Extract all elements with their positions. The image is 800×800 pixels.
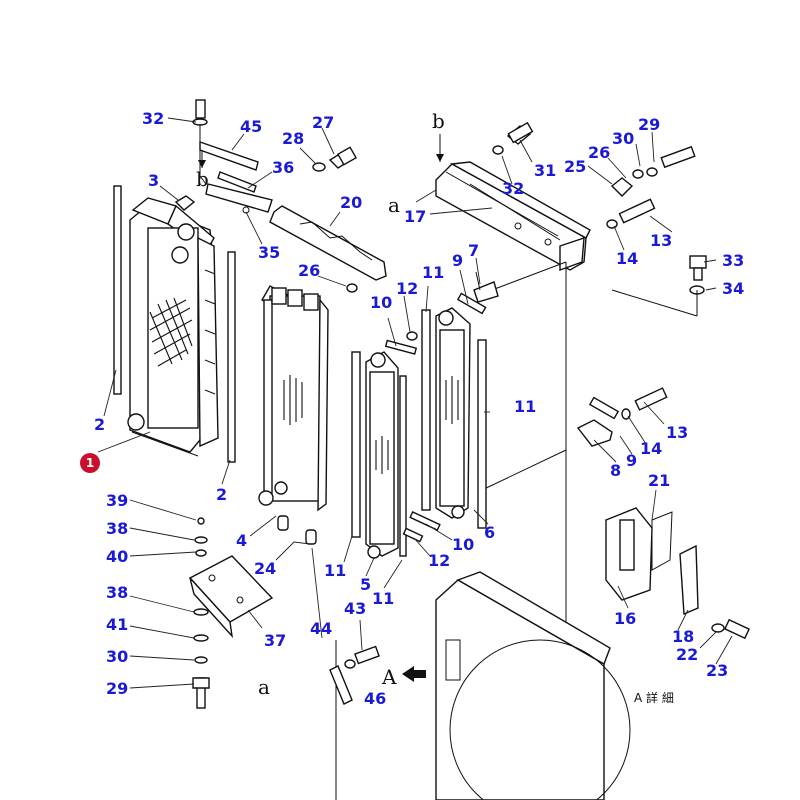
part-label-26: 26 (298, 261, 320, 280)
part-label-27: 27 (312, 113, 334, 132)
oil-cooler (258, 285, 329, 512)
part-label-41: 41 (106, 615, 128, 634)
view-letter-b-right: b (432, 109, 445, 133)
part-label-37: 37 (264, 631, 286, 650)
washer-bolt-stack (192, 608, 210, 709)
part-number-labels: 32 45 27 28 36 3 20 35 26 2 2 39 38 40 3… (94, 109, 744, 708)
part-label-38: 38 (106, 519, 128, 538)
part-label-21: 21 (648, 471, 670, 490)
part-label-9-lower: 9 (626, 451, 637, 470)
upper-bracket (192, 99, 273, 214)
fan-shroud (435, 571, 631, 800)
part-label-18: 18 (672, 627, 694, 646)
radiator-core-hatch (149, 297, 193, 367)
bolt-stack-right (610, 145, 696, 197)
leader-lines (97, 117, 733, 689)
part-label-30: 30 (106, 647, 128, 666)
part-label-12-upper: 12 (396, 279, 418, 298)
part-label-40: 40 (106, 547, 128, 566)
part-label-22: 22 (676, 645, 698, 664)
clip-7 (473, 271, 499, 303)
part-label-39: 39 (106, 491, 128, 510)
pins-lower (402, 511, 441, 543)
part-label-29: 29 (106, 679, 128, 698)
highlight-callout-label: 1 (86, 456, 94, 470)
cover-plate (605, 507, 751, 640)
part-label-11-lower: 11 (324, 561, 346, 580)
part-label-43: 43 (344, 599, 366, 618)
part-label-24: 24 (254, 559, 276, 578)
support-bar (269, 205, 387, 281)
mount-bracket (188, 555, 274, 639)
radiator-cap (174, 195, 196, 211)
part-label-29-right: 29 (638, 115, 660, 134)
tall-cooler (421, 307, 487, 529)
part-label-35: 35 (258, 243, 280, 262)
part-label-26-right: 26 (588, 143, 610, 162)
part-label-34: 34 (722, 279, 744, 298)
part-label-16: 16 (614, 609, 636, 628)
pins-upper (384, 292, 487, 355)
view-a-marker (402, 666, 426, 682)
part-label-3: 3 (148, 171, 159, 190)
lower-center-parts (329, 640, 380, 800)
washer-center (346, 283, 358, 293)
part-label-31: 31 (534, 161, 556, 180)
part-label-44: 44 (310, 619, 332, 638)
part-label-33: 33 (722, 251, 744, 270)
part-label-23: 23 (706, 661, 728, 680)
part-label-32-right: 32 (502, 179, 524, 198)
bolt-upper-right (492, 121, 534, 155)
part-label-14-upper: 14 (616, 249, 638, 268)
part-label-32: 32 (142, 109, 164, 128)
projection-lines (481, 261, 698, 660)
view-letter-a-arrow: a (388, 193, 400, 217)
view-letter-b-left: b (196, 167, 209, 191)
part-label-11-upper: 11 (422, 263, 444, 282)
bolt-top-left (312, 146, 358, 172)
part-label-13-upper: 13 (650, 231, 672, 250)
part-label-4: 4 (236, 531, 247, 550)
part-label-36: 36 (272, 158, 294, 177)
part-label-7: 7 (468, 241, 479, 260)
hose-fittings (194, 515, 317, 557)
highlight-callout-1: 1 (80, 453, 100, 473)
bolt-33 (689, 255, 707, 295)
part-label-38-lower: 38 (106, 583, 128, 602)
view-letter-a-bottom: a (258, 675, 270, 699)
part-label-30-right: 30 (612, 129, 634, 148)
clip-8-assembly (576, 387, 668, 447)
part-label-9-upper: 9 (452, 251, 463, 270)
part-label-8: 8 (610, 461, 621, 480)
part-label-2-left: 2 (94, 415, 105, 434)
part-label-46: 46 (364, 689, 386, 708)
part-label-10-lower: 10 (452, 535, 474, 554)
part-label-13-lower: 13 (666, 423, 688, 442)
narrow-cooler (351, 351, 407, 559)
part-label-11-right: 11 (514, 397, 536, 416)
part-label-11-bottom: 11 (372, 589, 394, 608)
part-label-2-right: 2 (216, 485, 227, 504)
part-label-10-upper: 10 (370, 293, 392, 312)
view-a-detail-note: A 詳 細 (634, 690, 674, 705)
part-label-28: 28 (282, 129, 304, 148)
part-label-25: 25 (564, 157, 586, 176)
part-label-5: 5 (360, 575, 371, 594)
part-label-12-lower: 12 (428, 551, 450, 570)
part-label-20: 20 (340, 193, 362, 212)
part-label-17: 17 (404, 207, 426, 226)
part-label-14-lower: 14 (640, 439, 662, 458)
part-label-6: 6 (484, 523, 495, 542)
seal-strip-left (113, 185, 236, 463)
radiator-core (127, 197, 219, 457)
view-letter-A: A (381, 665, 397, 689)
bolt-13-upper (606, 198, 656, 229)
part-label-45: 45 (240, 117, 262, 136)
